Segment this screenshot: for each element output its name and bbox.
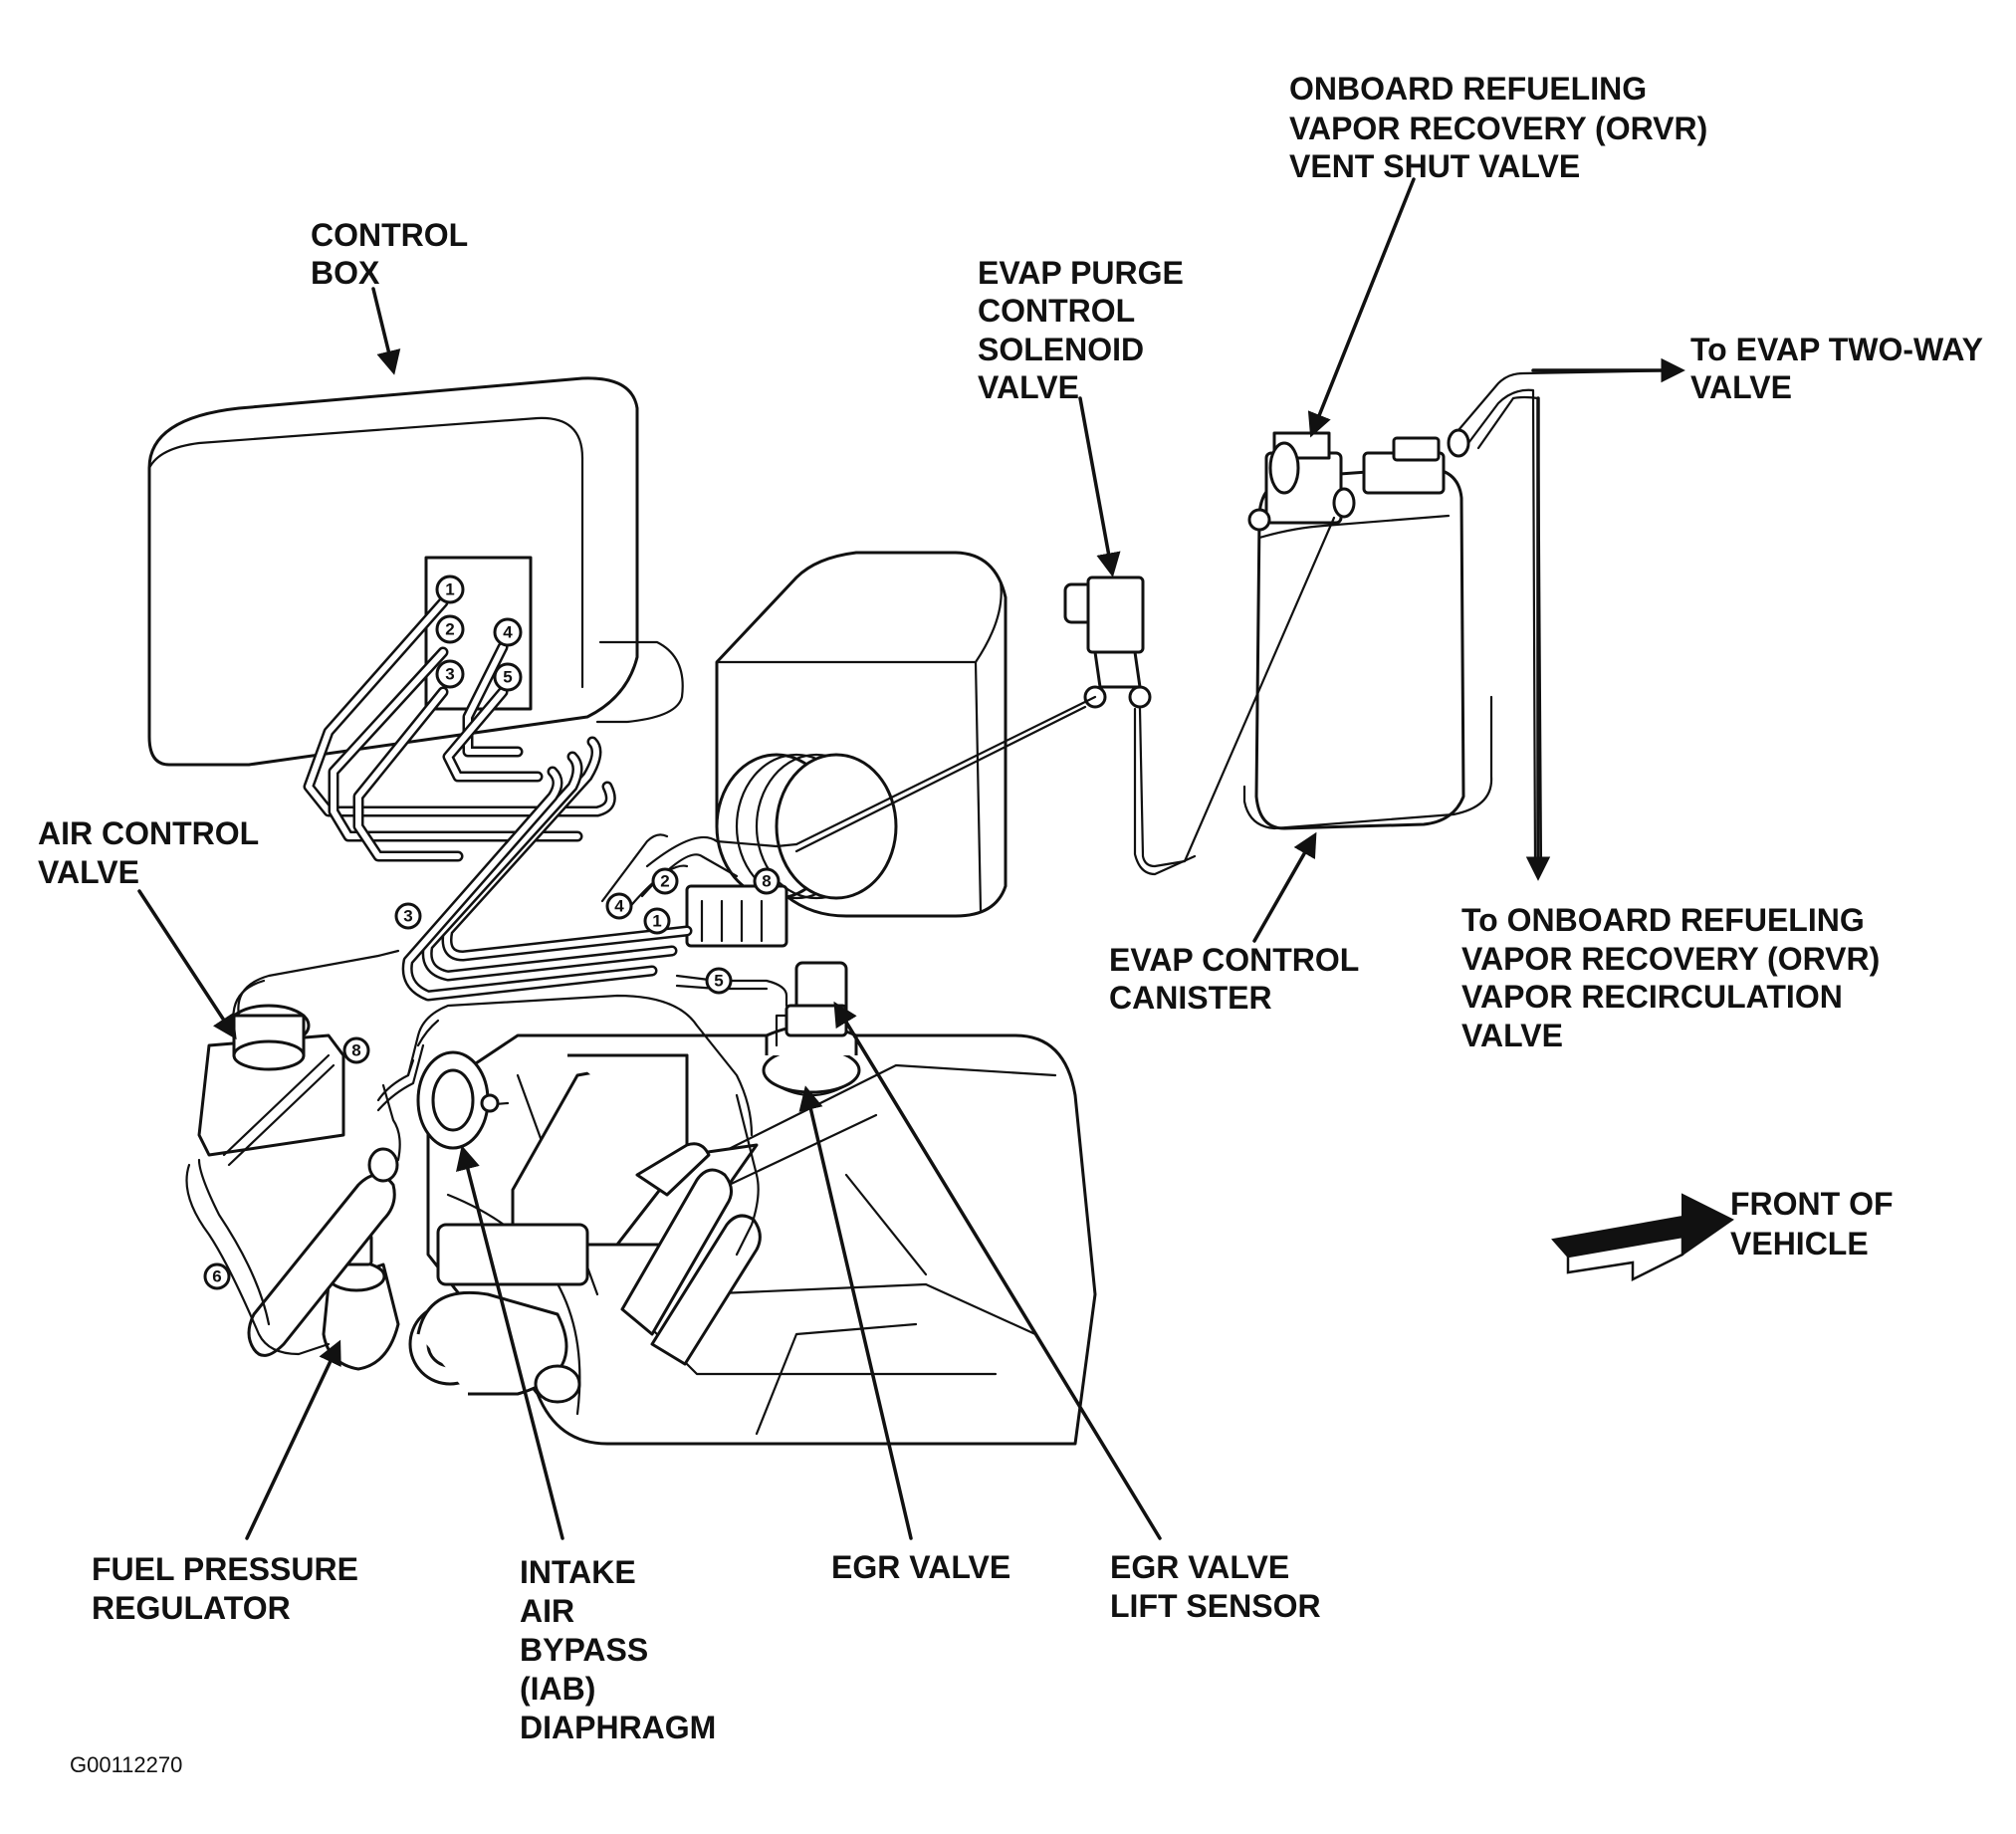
port-badge-hose-1: 1 bbox=[643, 907, 671, 935]
svg-text:3: 3 bbox=[403, 907, 412, 926]
port-badge-hose-8-mid: 8 bbox=[342, 1036, 370, 1064]
svg-text:CONTROL: CONTROL bbox=[978, 293, 1135, 329]
svg-text:1: 1 bbox=[445, 580, 454, 599]
vacuum-hoses bbox=[185, 368, 1684, 1356]
svg-text:AIR: AIR bbox=[520, 1593, 574, 1629]
svg-text:VAPOR RECOVERY (ORVR): VAPOR RECOVERY (ORVR) bbox=[1461, 941, 1880, 977]
orvr-vent-shut-valve bbox=[1247, 428, 1470, 532]
throttle-body bbox=[685, 753, 898, 948]
svg-text:SOLENOID: SOLENOID bbox=[978, 332, 1144, 367]
label-evap-control-canister: EVAP CONTROL CANISTER bbox=[1109, 942, 1359, 1016]
svg-text:1: 1 bbox=[652, 912, 661, 931]
svg-text:4: 4 bbox=[614, 897, 624, 916]
svg-text:VALVE: VALVE bbox=[978, 369, 1079, 405]
svg-text:VAPOR RECOVERY (ORVR): VAPOR RECOVERY (ORVR) bbox=[1289, 111, 1707, 146]
label-air-control-valve: AIR CONTROL VALVE bbox=[38, 815, 259, 890]
port-badge-hose-5: 5 bbox=[705, 967, 733, 995]
port-badge-hose-2: 2 bbox=[651, 867, 679, 895]
svg-text:INTAKE: INTAKE bbox=[520, 1554, 636, 1590]
svg-text:3: 3 bbox=[445, 665, 454, 684]
port-badge-hose-8-top: 8 bbox=[753, 867, 781, 895]
svg-text:VALVE: VALVE bbox=[1461, 1018, 1563, 1053]
svg-text:To ONBOARD REFUELING: To ONBOARD REFUELING bbox=[1461, 902, 1865, 938]
svg-text:4: 4 bbox=[503, 623, 513, 642]
svg-text:ONBOARD REFUELING: ONBOARD REFUELING bbox=[1289, 71, 1647, 107]
svg-text:VALVE: VALVE bbox=[38, 854, 139, 890]
svg-text:5: 5 bbox=[503, 668, 512, 687]
svg-text:AIR CONTROL: AIR CONTROL bbox=[38, 815, 259, 851]
svg-text:VALVE: VALVE bbox=[1690, 369, 1792, 405]
fuel-rail bbox=[247, 1147, 399, 1357]
svg-text:CONTROL: CONTROL bbox=[311, 217, 468, 253]
egr-valve-lift-sensor bbox=[775, 961, 848, 1047]
svg-text:(IAB): (IAB) bbox=[520, 1671, 595, 1707]
svg-text:8: 8 bbox=[351, 1041, 360, 1060]
svg-text:VAPOR RECIRCULATION: VAPOR RECIRCULATION bbox=[1461, 979, 1843, 1015]
svg-text:REGULATOR: REGULATOR bbox=[92, 1590, 291, 1626]
label-iab-diaphragm: INTAKE AIR BYPASS (IAB) DIAPHRAGM bbox=[520, 1554, 716, 1745]
svg-text:2: 2 bbox=[660, 872, 669, 891]
svg-text:LIFT SENSOR: LIFT SENSOR bbox=[1110, 1588, 1321, 1624]
label-fuel-pressure-regulator: FUEL PRESSURE REGULATOR bbox=[92, 1551, 358, 1626]
port-badge-box-5: 5 bbox=[493, 662, 523, 692]
svg-text:CANISTER: CANISTER bbox=[1109, 980, 1272, 1016]
svg-text:2: 2 bbox=[445, 620, 454, 639]
svg-text:EVAP CONTROL: EVAP CONTROL bbox=[1109, 942, 1359, 978]
port-badge-hose-4: 4 bbox=[605, 892, 633, 920]
label-to-orvr-recirculation: To ONBOARD REFUELING VAPOR RECOVERY (ORV… bbox=[1461, 902, 1880, 1053]
label-egr-valve: EGR VALVE bbox=[831, 1549, 1010, 1585]
svg-text:EGR VALVE: EGR VALVE bbox=[1110, 1549, 1289, 1585]
iab-diaphragm bbox=[416, 1050, 510, 1150]
svg-text:VENT SHUT VALVE: VENT SHUT VALVE bbox=[1289, 148, 1580, 184]
svg-text:FRONT OF: FRONT OF bbox=[1730, 1186, 1894, 1222]
leader-arrows bbox=[137, 177, 1685, 1540]
svg-text:VEHICLE: VEHICLE bbox=[1730, 1226, 1869, 1261]
port-badge-hose-3: 3 bbox=[394, 902, 422, 930]
svg-text:BOX: BOX bbox=[311, 255, 380, 291]
label-egr-lift-sensor: EGR VALVE LIFT SENSOR bbox=[1110, 1549, 1321, 1624]
svg-text:To EVAP TWO-WAY: To EVAP TWO-WAY bbox=[1690, 332, 1983, 367]
label-front-of-vehicle: FRONT OF VEHICLE bbox=[1730, 1186, 1894, 1261]
control-box bbox=[147, 376, 684, 767]
air-control-valve bbox=[197, 1004, 345, 1157]
port-number-badges: 1 2 3 4 5 3 4 2 1 8 5 8 6 bbox=[203, 574, 781, 1290]
svg-text:6: 6 bbox=[212, 1267, 221, 1286]
port-badge-hose-6: 6 bbox=[203, 1262, 231, 1290]
svg-text:FUEL PRESSURE: FUEL PRESSURE bbox=[92, 1551, 358, 1587]
port-badge-box-2: 2 bbox=[435, 614, 465, 644]
front-arrow-icon bbox=[1551, 1193, 1734, 1282]
label-evap-purge-solenoid: EVAP PURGE CONTROL SOLENOID VALVE bbox=[978, 255, 1184, 405]
svg-text:EGR VALVE: EGR VALVE bbox=[831, 1549, 1010, 1585]
label-to-evap-two-way: To EVAP TWO-WAY VALVE bbox=[1690, 332, 1983, 405]
evap-purge-solenoid bbox=[1063, 575, 1152, 709]
port-badge-box-3: 3 bbox=[435, 659, 465, 689]
port-badge-box-4: 4 bbox=[493, 617, 523, 647]
svg-text:BYPASS: BYPASS bbox=[520, 1632, 648, 1668]
label-control-box: CONTROL BOX bbox=[311, 217, 468, 291]
svg-text:DIAPHRAGM: DIAPHRAGM bbox=[520, 1710, 716, 1745]
port-badge-box-1: 1 bbox=[435, 574, 465, 604]
svg-text:8: 8 bbox=[762, 872, 771, 891]
svg-text:EVAP PURGE: EVAP PURGE bbox=[978, 255, 1184, 291]
svg-text:5: 5 bbox=[714, 972, 723, 991]
figure-code: G00112270 bbox=[70, 1752, 182, 1777]
label-orvr-vent-shut-valve: ONBOARD REFUELING VAPOR RECOVERY (ORVR) … bbox=[1289, 71, 1707, 184]
intake-runners bbox=[408, 1142, 762, 1404]
